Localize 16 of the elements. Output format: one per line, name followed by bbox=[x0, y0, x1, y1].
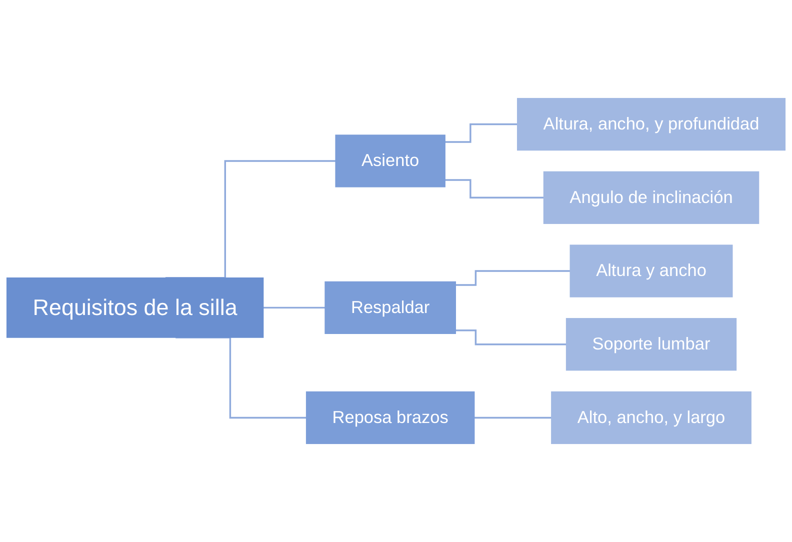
connector bbox=[445, 179, 544, 198]
node-box: Altura y ancho bbox=[570, 244, 733, 298]
connector bbox=[176, 336, 306, 419]
node-box: Requisitos de la silla bbox=[6, 277, 264, 338]
connector bbox=[445, 123, 518, 143]
connector bbox=[474, 416, 552, 419]
node-box: Reposa brazos bbox=[306, 391, 475, 444]
connector bbox=[263, 306, 326, 309]
node-box: Asiento bbox=[335, 134, 446, 188]
node-box: Alto, ancho, y largo bbox=[551, 391, 752, 444]
node-box: Respaldar bbox=[324, 281, 456, 334]
node-box: Altura, ancho, y profundidad bbox=[516, 98, 786, 151]
node-box: Soporte lumbar bbox=[566, 318, 737, 371]
connector bbox=[456, 330, 566, 346]
connector bbox=[456, 270, 570, 286]
node-box: Angulo de inclinación bbox=[543, 171, 760, 224]
